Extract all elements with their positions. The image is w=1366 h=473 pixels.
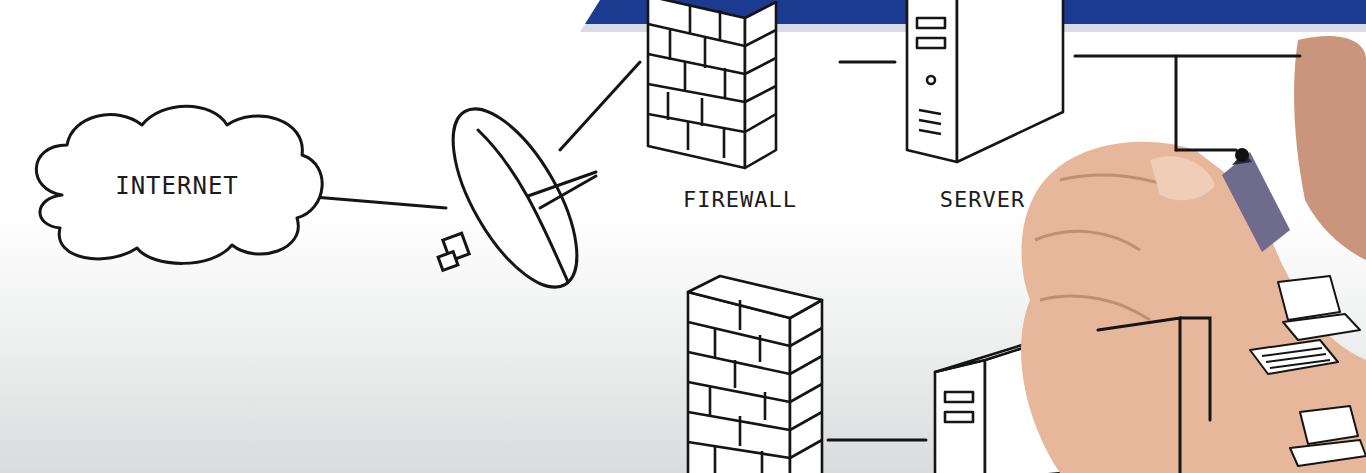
cloud-outline [36,106,322,263]
connector-line [840,61,895,64]
cloud-node: INTERNET [22,100,332,275]
computer-icon [1250,276,1366,466]
node-label: INTERNET [115,172,239,200]
node-label: FIREWALL [683,187,797,212]
hand [1021,36,1366,473]
satellite-dish [429,90,602,305]
server-node: SERVER [895,0,1070,222]
wire [828,439,926,442]
marker [1222,148,1290,252]
server-icon [907,0,1063,162]
connector-line [320,62,640,208]
firewall-node: FIREWALL [640,0,840,222]
wire [1075,56,1300,473]
firewall-icon [688,276,822,473]
node-label: SERVER [940,187,1025,212]
firewall-icon [648,0,776,168]
